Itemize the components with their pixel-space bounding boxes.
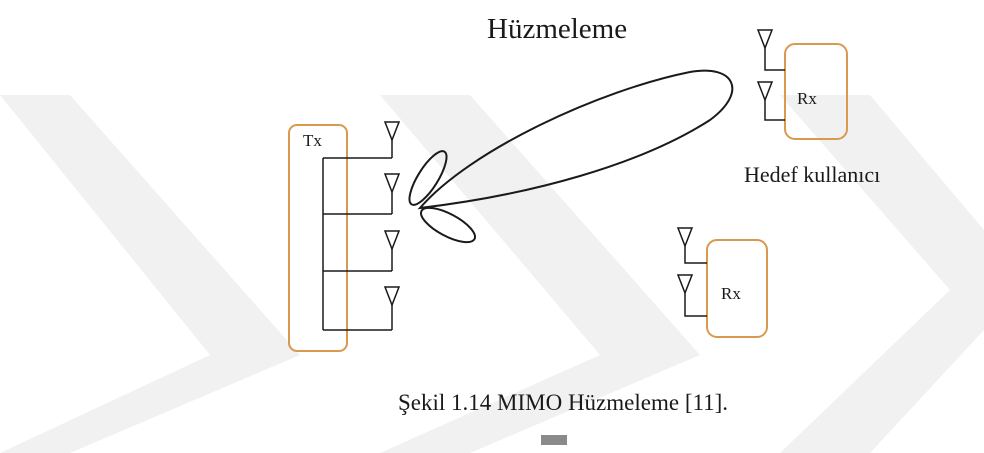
rx-antenna-feed [684,246,707,264]
receiver-target-box [784,43,848,140]
side-lobe-upper [408,150,448,206]
receiver-other-label: Rx [721,284,741,303]
rx-antenna-feed [684,293,707,317]
rx-antenna-icon [756,81,774,103]
rx-antenna-feed [764,48,785,71]
tx-antenna-icon [383,286,401,308]
tx-antenna-icon [383,121,401,143]
transmitter-box [288,124,348,352]
watermark-chevron-left [0,95,300,453]
receiver-target-antennas [756,29,785,121]
main-beam-lobe [417,69,734,210]
rx-antenna-icon [676,274,694,296]
receiver-other-box [706,239,768,338]
transmitter-feed-lines [322,140,393,331]
watermark [0,95,984,453]
rx-antenna-icon [756,29,774,51]
receiver-other-antennas [676,227,707,317]
tx-antenna-icon [383,230,401,252]
watermark-chevron-right [780,95,984,453]
rx-antenna-feed [764,100,785,121]
receiver-target-label: Rx [797,89,817,108]
figure-caption: Şekil 1.14 MIMO Hüzmeleme [11]. [398,390,728,415]
receiver-target: Rx [756,29,848,140]
side-lobe-lower [420,206,476,244]
watermark-chevron-mid [380,95,700,453]
target-user-label: Hedef kullanıcı [744,162,880,187]
tx-antenna-icon [383,173,401,195]
transmitter-label: Tx [303,131,322,150]
watermark-fragment [541,435,567,445]
transmitter: Tx [288,121,401,352]
beam-pattern [408,69,734,244]
rx-antenna-icon [676,227,694,249]
receiver-other: Rx [676,227,768,338]
transmitter-antennas [383,121,401,308]
beamforming-title: Hüzmeleme [487,13,627,45]
